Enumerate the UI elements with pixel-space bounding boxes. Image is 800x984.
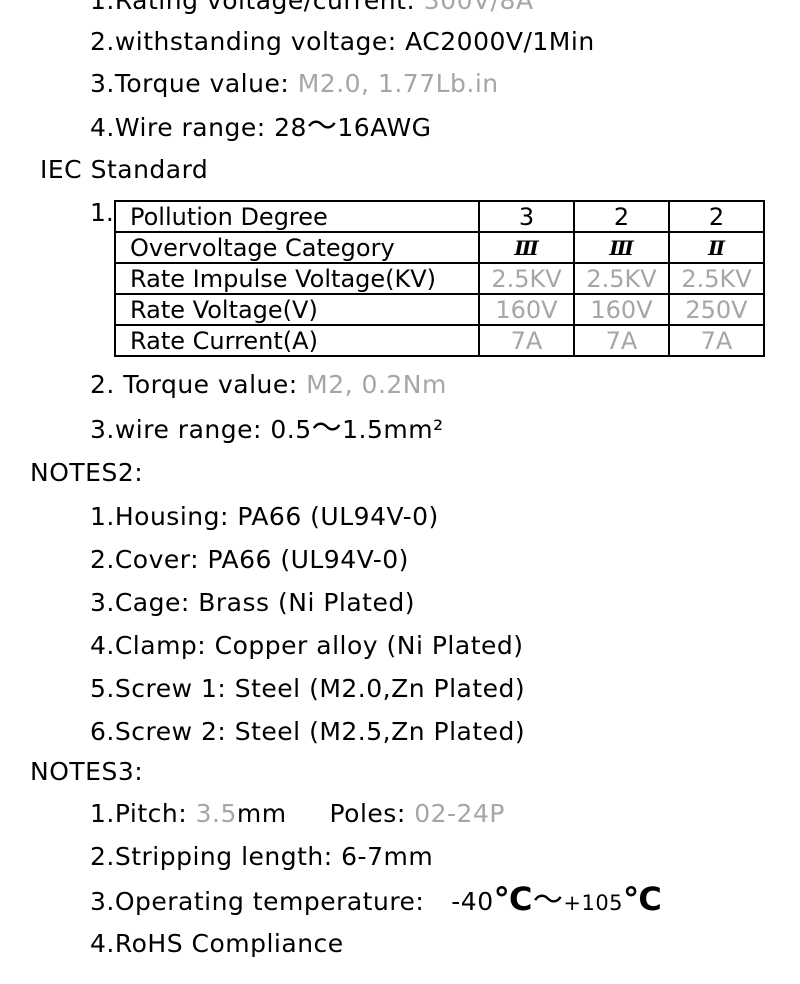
rating-voltage-label: 1.Rating voltage/current: [90, 0, 416, 15]
cell-value: 2.5KV [478, 262, 575, 295]
poles-value: 02-24P [414, 799, 505, 828]
row-label: Pollution Degree [114, 200, 480, 233]
torque-value-line: 3.Torque value: M2.0, 1.77Lb.in [90, 69, 499, 99]
row-label: Rate Voltage(V) [114, 293, 480, 326]
cell-value: 160V [573, 293, 670, 326]
poles-label: Poles: [329, 799, 406, 828]
list-item: 3.Cage: Brass (Ni Plated) [90, 588, 415, 617]
pitch-line: 1.Pitch: 3.5mm Poles: 02-24P [90, 799, 505, 829]
row-label: Overvoltage Category [114, 231, 480, 264]
iec-torque-line: 2. Torque value: M2, 0.2Nm [90, 370, 447, 400]
cell-value: 3 [478, 200, 575, 233]
withstanding-voltage-line: 2.withstanding voltage: AC2000V/1Min [90, 27, 595, 56]
cell-value: Ⅲ [573, 231, 670, 264]
rating-voltage-line: 1.Rating voltage/current: 300V/8A [90, 0, 534, 16]
temperature-high: +105 [563, 891, 624, 915]
table-row: Rate Current(A) 7A 7A 7A [114, 324, 765, 357]
wire-range-suffix: 16AWG [337, 113, 432, 142]
cell-value: 2.5KV [573, 262, 670, 295]
temperature-tilde: ～ [532, 883, 564, 918]
table-row: Overvoltage Category Ⅲ Ⅲ Ⅱ [114, 231, 765, 264]
list-item: 5.Screw 1: Steel (M2.0,Zn Plated) [90, 674, 526, 703]
cell-value: Ⅲ [478, 231, 575, 264]
cell-value: Ⅱ [668, 231, 765, 264]
row-label: Rate Current(A) [114, 324, 480, 357]
table-row: Rate Impulse Voltage(KV) 2.5KV 2.5KV 2.5… [114, 262, 765, 295]
iec-table: Pollution Degree 3 2 2 Overvoltage Categ… [114, 200, 765, 357]
iec-heading: IEC Standard [40, 155, 209, 184]
notes2-heading: NOTES2: [30, 458, 144, 487]
wire-range-prefix: 4.Wire range: 28 [90, 113, 307, 142]
pitch-value: 3.5 [195, 799, 237, 828]
table-row: Pollution Degree 3 2 2 [114, 200, 765, 233]
cell-value: 7A [668, 324, 765, 357]
torque-value-label: 3.Torque value: [90, 69, 290, 98]
cell-value: 7A [478, 324, 575, 357]
pitch-unit: mm [236, 799, 287, 828]
iec-wire-suffix: 1.5mm² [342, 415, 444, 444]
row-label: Rate Impulse Voltage(KV) [114, 262, 480, 295]
cell-value: 160V [478, 293, 575, 326]
table-row: Rate Voltage(V) 160V 160V 250V [114, 293, 765, 326]
cell-value: 2 [668, 200, 765, 233]
rating-voltage-value: 300V/8A [423, 0, 534, 15]
notes3-heading: NOTES3: [30, 757, 144, 786]
list-item: 6.Screw 2: Steel (M2.5,Zn Plated) [90, 717, 526, 746]
wire-range-line: 4.Wire range: 28～16AWG [90, 112, 432, 143]
iec-wire-tilde: ～ [311, 411, 343, 446]
temperature-line: 3.Operating temperature: -40℃～+105℃ [90, 883, 662, 918]
temperature-low: -40 [451, 887, 494, 916]
pitch-label: 1.Pitch: [90, 799, 188, 828]
cell-value: 250V [668, 293, 765, 326]
iec-torque-value: M2, 0.2Nm [306, 370, 447, 399]
rohs-line: 4.RoHS Compliance [90, 929, 344, 958]
iec-wire-line: 3.wire range: 0.5～1.5mm² [90, 414, 444, 445]
wire-range-tilde: ～ [306, 109, 338, 144]
cell-value: 2.5KV [668, 262, 765, 295]
cell-value: 7A [573, 324, 670, 357]
iec-table-number: 1. [90, 198, 114, 227]
list-item: 1.Housing: PA66 (UL94V-0) [90, 502, 439, 531]
iec-wire-prefix: 3.wire range: 0.5 [90, 415, 312, 444]
list-item: 2.Cover: PA66 (UL94V-0) [90, 545, 409, 574]
cell-value: 2 [573, 200, 670, 233]
celsius-icon: ℃ [493, 880, 533, 918]
torque-value-value: M2.0, 1.77Lb.in [297, 69, 499, 98]
temperature-label: 3.Operating temperature: [90, 887, 425, 916]
celsius-icon: ℃ [623, 880, 663, 918]
list-item: 4.Clamp: Copper alloy (Ni Plated) [90, 631, 524, 660]
iec-torque-label: 2. Torque value: [90, 370, 298, 399]
stripping-line: 2.Stripping length: 6-7mm [90, 842, 434, 871]
